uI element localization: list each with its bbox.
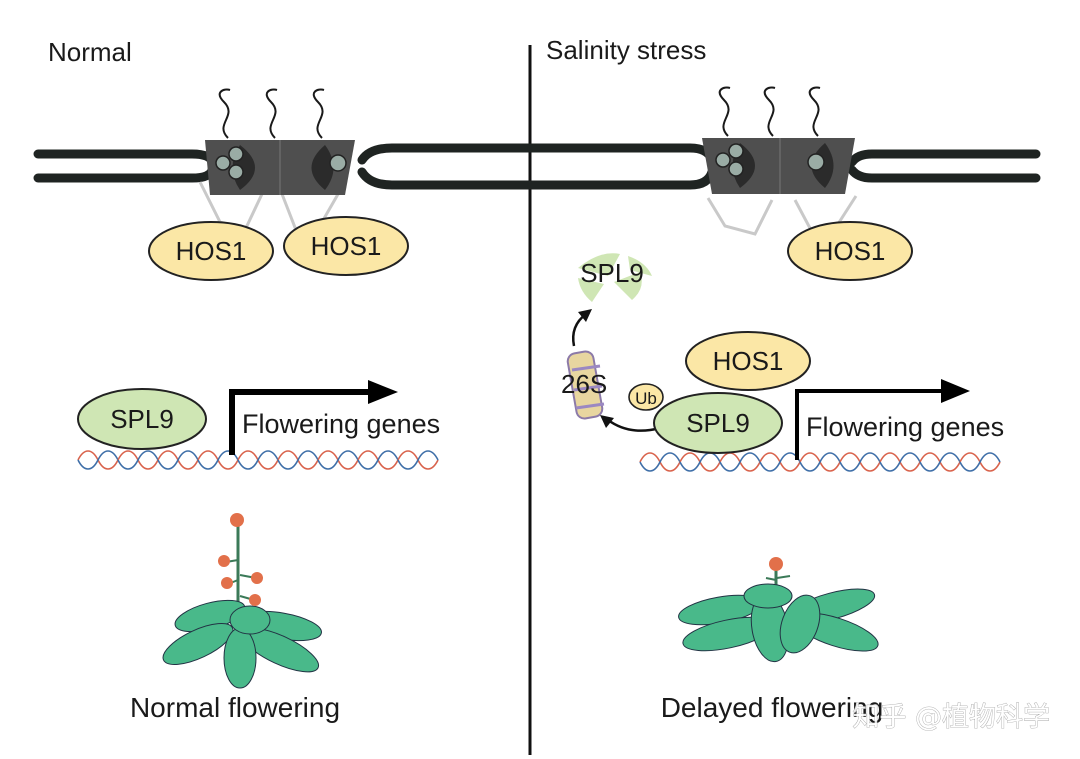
flowering-genes-right: Flowering genes — [806, 412, 1004, 442]
hos1-left-2-label: HOS1 — [311, 231, 382, 261]
spl9-left-label: SPL9 — [110, 404, 174, 434]
hos1-right-pore-label: HOS1 — [815, 236, 886, 266]
flowering-genes-left: Flowering genes — [242, 409, 440, 439]
hos1-left-1: HOS1 — [148, 221, 274, 281]
left-caption: Normal flowering — [130, 692, 340, 723]
spl9-left: SPL9 — [77, 388, 207, 450]
nuclear-envelope — [33, 143, 1041, 190]
watermark: 知乎 @植物科学 — [852, 702, 1050, 733]
hos1-right-pore: HOS1 — [787, 221, 913, 281]
proteasome-label: 26S — [561, 369, 607, 399]
dna-left — [77, 450, 439, 470]
proteasome-26s: 26S — [561, 350, 607, 420]
plant-delayed-flowering — [678, 557, 879, 663]
ubiquitination-arrow — [607, 418, 661, 432]
spl9-right-label: SPL9 — [686, 408, 750, 438]
ubiquitination-arrowhead — [600, 415, 614, 428]
hos1-right-nucleus: HOS1 — [685, 331, 811, 391]
plant-normal-flowering — [162, 513, 322, 689]
spl9-degraded: SPL9 — [578, 253, 652, 302]
hos1-left-2: HOS1 — [283, 216, 409, 276]
nuclear-pore-left — [198, 88, 355, 232]
spl9-degraded-label: SPL9 — [580, 258, 644, 288]
transcription-arrow-left — [229, 380, 398, 455]
transcription-arrow-right — [795, 379, 970, 460]
ubiquitin-tag: Ub — [628, 383, 664, 411]
hos1-left-1-label: HOS1 — [176, 236, 247, 266]
spl9-right: SPL9 — [653, 392, 783, 454]
hos1-right-nucleus-label: HOS1 — [713, 346, 784, 376]
degradation-arrowhead — [578, 309, 592, 322]
nuclear-pore-right — [702, 86, 858, 236]
dna-right — [639, 452, 1001, 472]
left-panel-title: Normal — [48, 37, 132, 67]
right-panel-title: Salinity stress — [546, 35, 706, 65]
right-caption: Delayed flowering — [661, 692, 884, 723]
ubiquitin-label: Ub — [635, 389, 657, 408]
